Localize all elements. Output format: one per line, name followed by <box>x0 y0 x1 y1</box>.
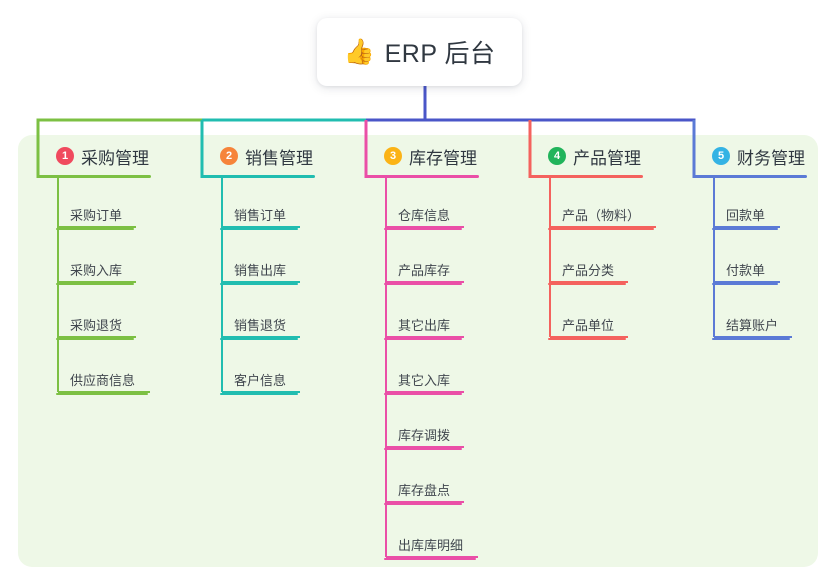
leaf-rule <box>56 283 134 285</box>
leaf-label: 销售退货 <box>234 318 287 333</box>
leaf-item[interactable]: 供应商信息 <box>56 370 148 395</box>
root-title: ERP 后台 <box>384 40 496 68</box>
branch-label-2: 销售管理 <box>245 148 313 168</box>
leaf-label: 库存盘点 <box>398 483 451 498</box>
leaf-item[interactable]: 销售退货 <box>220 315 298 340</box>
leaf-rule <box>712 338 790 340</box>
leaf-rule <box>384 283 462 285</box>
branch-label-3: 库存管理 <box>409 148 477 168</box>
leaf-item[interactable]: 其它入库 <box>384 370 462 395</box>
branch-rule-2 <box>202 175 315 178</box>
branch-rule-4 <box>530 175 643 178</box>
leaf-item[interactable]: 付款单 <box>712 260 778 285</box>
leaf-label: 产品（物料） <box>562 208 641 223</box>
leaf-label: 库存调拨 <box>398 428 451 443</box>
leaf-item[interactable]: 采购退货 <box>56 315 134 340</box>
leaf-rule <box>56 393 148 395</box>
leaf-rule <box>384 558 476 560</box>
leaf-rule <box>384 393 462 395</box>
leaf-label: 其它入库 <box>398 373 451 388</box>
leaf-label: 采购订单 <box>70 208 123 223</box>
leaf-rule <box>384 228 462 230</box>
leaf-item[interactable]: 客户信息 <box>220 370 298 395</box>
leaf-item[interactable]: 产品（物料） <box>548 205 654 230</box>
leaf-rule <box>548 228 654 230</box>
branch-column-1: 1 采购管理采购订单采购入库采购退货供应商信息 <box>36 143 151 395</box>
leaf-item[interactable]: 其它出库 <box>384 315 462 340</box>
branch-badge-3: 3 <box>384 147 402 165</box>
leaf-item[interactable]: 产品单位 <box>548 315 626 340</box>
branch-rule-3 <box>366 175 479 178</box>
leaf-label: 采购入库 <box>70 263 123 278</box>
leaf-item[interactable]: 采购订单 <box>56 205 134 230</box>
leaf-item[interactable]: 销售出库 <box>220 260 298 285</box>
leaf-item[interactable]: 产品库存 <box>384 260 462 285</box>
branch-badge-2: 2 <box>220 147 238 165</box>
leaf-label: 出库库明细 <box>398 538 464 553</box>
leaf-item[interactable]: 仓库信息 <box>384 205 462 230</box>
branch-column-2: 2 销售管理销售订单销售出库销售退货客户信息 <box>200 143 315 395</box>
leaf-item[interactable]: 库存调拨 <box>384 425 462 450</box>
leaf-rule <box>384 503 462 505</box>
leaf-item[interactable]: 采购入库 <box>56 260 134 285</box>
leaf-label: 回款单 <box>726 208 766 223</box>
branch-column-3: 3 库存管理仓库信息产品库存其它出库其它入库库存调拨库存盘点出库库明细 <box>364 143 479 560</box>
branch-label-1: 采购管理 <box>81 148 149 168</box>
leaf-label: 仓库信息 <box>398 208 451 223</box>
thumbs-up-icon: 👍 <box>343 37 375 66</box>
leaf-item[interactable]: 出库库明细 <box>384 535 476 560</box>
leaf-rule <box>220 283 298 285</box>
leaf-label: 付款单 <box>726 263 766 278</box>
leaf-rule <box>220 228 298 230</box>
branch-badge-1: 1 <box>56 147 74 165</box>
leaf-rule <box>548 338 626 340</box>
branch-label-5: 财务管理 <box>737 148 805 168</box>
leaf-label: 产品分类 <box>562 263 615 278</box>
leaf-label: 采购退货 <box>70 318 123 333</box>
leaf-rule <box>548 283 626 285</box>
leaf-item[interactable]: 产品分类 <box>548 260 626 285</box>
leaf-rule <box>384 338 462 340</box>
leaf-rule <box>712 283 778 285</box>
branch-column-4: 4 产品管理产品（物料） 产品分类产品单位 <box>528 143 654 340</box>
leaf-label: 供应商信息 <box>70 373 136 388</box>
branch-badge-4: 4 <box>548 147 566 165</box>
leaf-label: 产品单位 <box>562 318 615 333</box>
branch-header-2[interactable]: 2 销售管理 <box>200 143 315 169</box>
branch-header-1[interactable]: 1 采购管理 <box>36 143 151 169</box>
root-node[interactable]: 👍 ERP 后台 <box>317 18 522 86</box>
leaf-item[interactable]: 回款单 <box>712 205 778 230</box>
branch-header-5[interactable]: 5 财务管理 <box>692 143 807 169</box>
leaf-rule <box>712 228 778 230</box>
branch-label-4: 产品管理 <box>573 148 641 168</box>
branches-panel <box>18 135 818 567</box>
leaf-item[interactable]: 销售订单 <box>220 205 298 230</box>
leaf-rule <box>56 338 134 340</box>
branch-rule-1 <box>38 175 151 178</box>
leaf-rule <box>56 228 134 230</box>
leaf-label: 销售出库 <box>234 263 287 278</box>
branch-column-5: 5 财务管理回款单付款单结算账户 <box>692 143 807 340</box>
branch-header-3[interactable]: 3 库存管理 <box>364 143 479 169</box>
leaf-rule <box>384 448 462 450</box>
leaf-label: 销售订单 <box>234 208 287 223</box>
leaf-label: 结算账户 <box>726 318 779 333</box>
leaf-label: 产品库存 <box>398 263 451 278</box>
branch-badge-5: 5 <box>712 147 730 165</box>
leaf-label: 客户信息 <box>234 373 287 388</box>
leaf-label: 其它出库 <box>398 318 451 333</box>
branch-rule-5 <box>694 175 807 178</box>
leaf-item[interactable]: 结算账户 <box>712 315 790 340</box>
leaf-item[interactable]: 库存盘点 <box>384 480 462 505</box>
leaf-rule <box>220 393 298 395</box>
leaf-rule <box>220 338 298 340</box>
branch-header-4[interactable]: 4 产品管理 <box>528 143 643 169</box>
